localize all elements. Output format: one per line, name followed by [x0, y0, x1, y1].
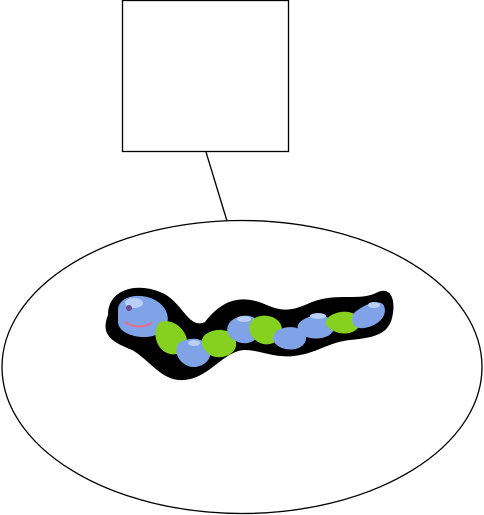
connector-line — [206, 152, 227, 221]
rectangle-node[interactable] — [123, 1, 289, 152]
ellipse-node[interactable] — [2, 221, 482, 514]
